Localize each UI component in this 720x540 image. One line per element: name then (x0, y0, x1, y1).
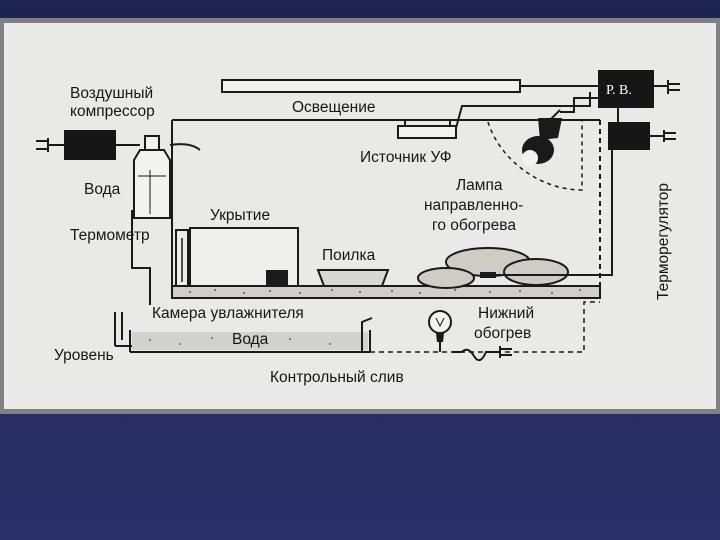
label-thermometer: Термометр (70, 227, 150, 244)
lamp-wire (560, 97, 598, 113)
label-lighting: Освещение (292, 99, 376, 116)
uv-wire (455, 92, 591, 129)
label-water: Вода (84, 181, 121, 198)
substrate-floor (171, 285, 601, 299)
label-cover: Укрытие (210, 207, 270, 224)
label-humidifier-chamber: Камера увлажнителя (152, 305, 304, 322)
compressor-air-line (116, 143, 201, 151)
label-directed-lamp-line3: го обогрева (432, 217, 516, 234)
bulb-icon (428, 310, 452, 352)
bottom-heating-plug (452, 346, 512, 362)
label-directed-lamp-line2: направленно- (424, 197, 523, 214)
label-uv-source: Источник УФ (360, 149, 452, 166)
label-relay: Р. В. (606, 83, 632, 98)
chamber-water-texture (149, 337, 331, 345)
water-bottle (133, 135, 171, 219)
level-tube (114, 312, 132, 347)
heat-zone (487, 120, 583, 191)
label-air-compressor-line2: компрессор (70, 103, 155, 120)
stones (417, 247, 569, 289)
label-bottom-heating-line2: обогрев (474, 325, 531, 342)
label-thermostat: Терморегулятор (655, 183, 672, 300)
label-directed-lamp-line1: Лампа (456, 177, 503, 194)
label-level: Уровень (54, 347, 114, 364)
bottom-heating-wire (370, 301, 600, 353)
label-bottom-heating-line1: Нижний (478, 305, 534, 322)
label-air-compressor-line1: Воздушный (70, 85, 153, 102)
chamber-water (132, 332, 368, 350)
compressor-plug (36, 138, 64, 152)
water-feed-tube (131, 210, 151, 305)
control-drain-pipe (361, 317, 373, 352)
directed-heating-lamp (522, 109, 562, 166)
uv-source (397, 125, 457, 139)
sensor-wire (496, 150, 613, 276)
humidifier-chamber (129, 330, 371, 353)
drinking-bowl (316, 269, 390, 287)
air-compressor (64, 130, 116, 160)
label-drinking-bowl: Поилка (322, 247, 376, 264)
relay-box (598, 70, 654, 108)
relay-plug (654, 80, 680, 94)
label-chamber-water: Вода (232, 331, 269, 348)
lighting-tube (221, 79, 521, 93)
thermostat-plug (650, 130, 676, 142)
substrate-texture (189, 289, 581, 294)
cover-entrance (266, 270, 288, 286)
label-control-drain: Контрольный слив (270, 369, 404, 386)
thermostat-box (608, 122, 650, 150)
terrarium-enclosure (171, 119, 601, 298)
temperature-sensor (480, 272, 496, 278)
